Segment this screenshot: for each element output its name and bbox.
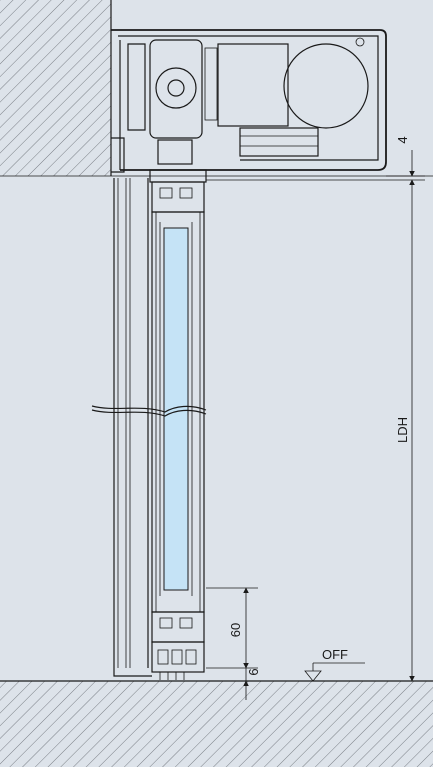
dim-label-bottom-profile: 60 — [228, 623, 243, 637]
floor-level-label: OFF — [322, 647, 348, 662]
wall-hatch — [0, 0, 433, 180]
dim-label-top-gap: 4 — [395, 136, 410, 143]
break-line — [91, 405, 207, 417]
door-leaf — [113, 169, 207, 680]
dim-label-door-height: LDH — [395, 417, 410, 443]
floor-hatch — [0, 680, 433, 767]
dim-bottom-profile: 60 — [206, 587, 258, 669]
dim-floor-gap: 6 — [243, 668, 261, 700]
dim-door-height: LDH — [395, 179, 415, 682]
floor-level-marker: OFF — [304, 647, 365, 682]
glass-pane — [163, 227, 189, 591]
dim-top-gap: 4 — [206, 136, 425, 181]
track-housing — [111, 29, 387, 173]
dim-label-floor-gap: 6 — [246, 668, 261, 675]
